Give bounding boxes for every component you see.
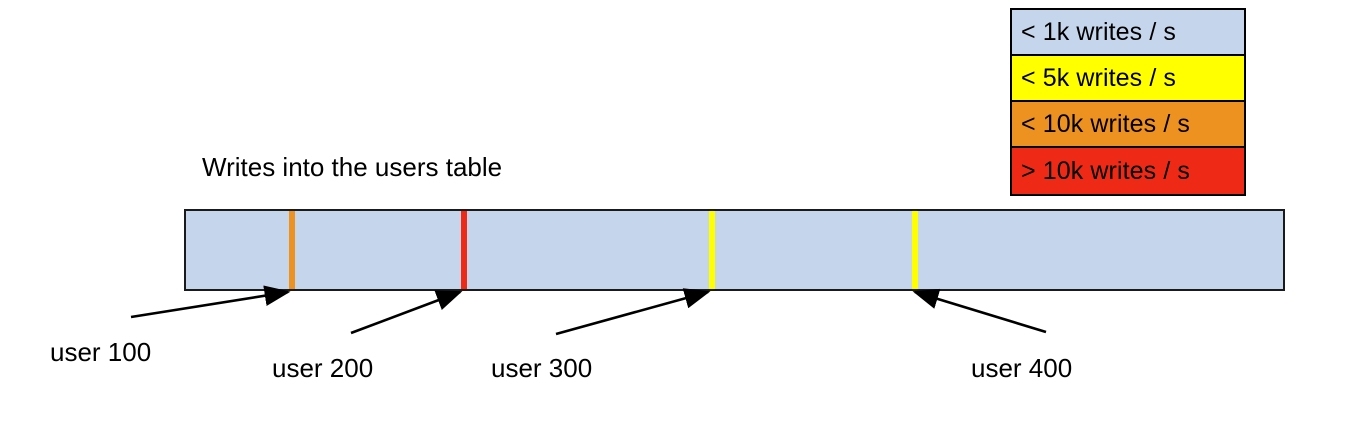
legend-label-under-10k: < 10k writes / s [1021, 109, 1191, 138]
legend-row-under-1k: < 1k writes / s [1012, 10, 1244, 56]
legend-row-under-5k: < 5k writes / s [1012, 56, 1244, 102]
label-user-300: user 300 [491, 353, 593, 383]
legend-row-over-10k: > 10k writes / s [1012, 148, 1244, 194]
legend-label-over-10k: > 10k writes / s [1021, 156, 1191, 185]
label-user-100: user 100 [50, 337, 152, 367]
legend: < 1k writes / s < 5k writes / s < 10k wr… [1010, 8, 1246, 196]
legend-label-under-1k: < 1k writes / s [1021, 17, 1177, 46]
marker-stripe-user-300 [709, 211, 715, 289]
chart-title: Writes into the users table [202, 152, 503, 182]
arrow-user-200 [350, 290, 463, 335]
marker-stripe-user-200 [461, 211, 467, 289]
arrow-user-100 [130, 285, 291, 319]
arrow-user-400 [912, 288, 1047, 334]
marker-stripe-user-400 [912, 211, 918, 289]
legend-row-under-10k: < 10k writes / s [1012, 102, 1244, 148]
label-user-400: user 400 [971, 353, 1073, 383]
arrow-user-300 [555, 288, 711, 336]
marker-stripe-user-100 [289, 211, 295, 289]
users-table-bar [184, 209, 1285, 291]
label-user-200: user 200 [272, 353, 374, 383]
legend-label-under-5k: < 5k writes / s [1021, 63, 1177, 92]
